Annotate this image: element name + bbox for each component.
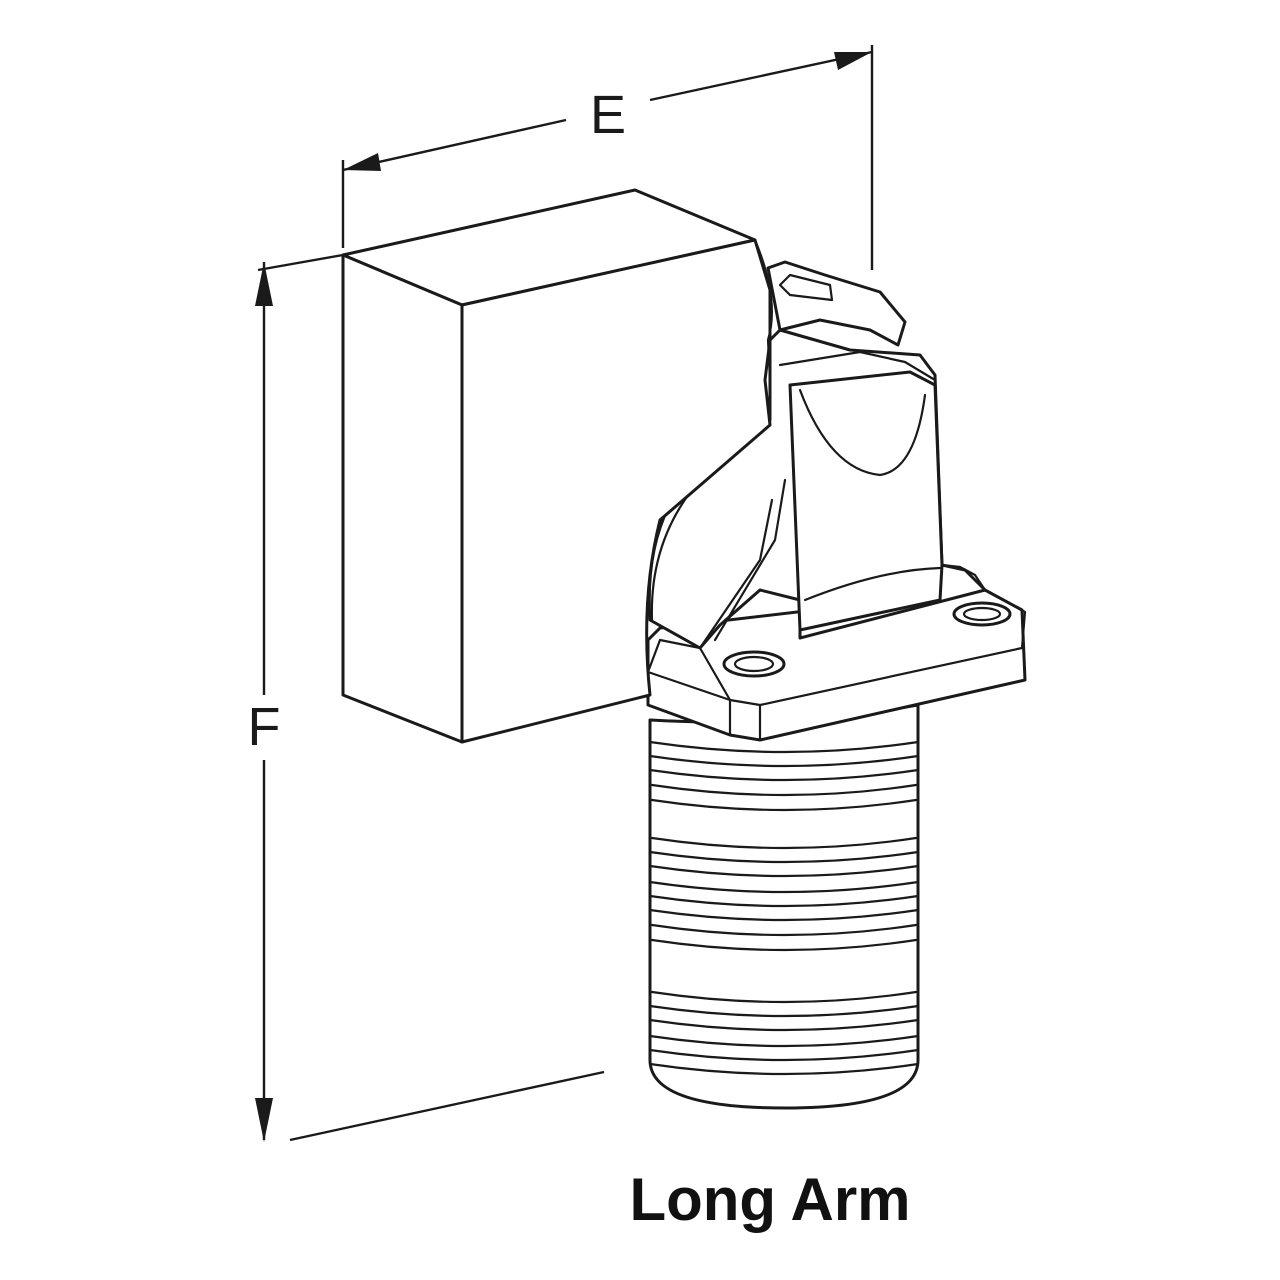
cylinder-groove-7 [648,850,920,864]
cylinder-groove-3 [648,768,920,782]
flange-bevel-right [983,588,1027,650]
housing-side-notch [940,563,987,592]
housing-rib-1 [698,498,774,650]
long-arm-block [341,188,773,744]
mounting-flange [646,588,1027,742]
cylinder-groove-12 [650,923,918,937]
arm-block-side-profile [753,238,773,427]
dimension-e-arrow-right [834,52,872,70]
housing-rib-2 [713,478,787,642]
front-block-curve [798,388,927,477]
figure-caption: Long Arm [629,1166,911,1233]
mounting-hole-right-inner [962,606,1002,622]
cylinder-groove-14 [650,990,918,1004]
housing-top-edge [778,350,937,382]
housing-front-block [788,370,944,632]
flange-edge-front [646,646,1024,707]
cylinder-groove-11 [648,908,920,922]
cylinder-groove-19 [648,1062,920,1076]
mounting-hole-left-inner [733,655,775,673]
clamp-housing [647,260,987,650]
dimension-e-line-left [342,118,567,172]
dimension-f-arrow-top [255,262,273,306]
arm-block-front [341,253,464,744]
housing-back-arm [766,260,907,347]
cylinder-groove-2 [648,754,920,768]
cylinder-body [648,703,920,1110]
housing-back-arm-slot [778,273,834,302]
front-block-lower [803,566,942,602]
dimension-e-arrow-left [343,153,381,171]
flange-bevel [646,638,732,702]
dimension-f-arrow-bottom [255,1098,273,1142]
cylinder-groove-15 [648,1004,920,1018]
dimension-e: E [341,45,874,270]
dimension-f: F [248,253,605,1142]
cylinder-groove-6 [650,836,918,850]
dimension-f-label: F [248,697,281,757]
cylinder-groove-8 [648,864,920,878]
dimension-e-line-right [649,50,873,102]
cylinder-groove-9 [648,880,920,894]
cylinder-groove-4 [650,783,918,797]
dimension-e-label: E [590,85,626,145]
cylinder-groove-16 [648,1018,920,1032]
mounting-hole-left [722,650,786,678]
cylinder-groove-13 [650,938,918,952]
dimension-f-extension-top [257,253,344,272]
arm-block-side [460,238,772,744]
dimension-f-extension-bottom [289,1070,605,1142]
cylinder-groove-10 [648,894,920,908]
cylinder-groove-5 [650,798,918,812]
cylinder-groove-18 [648,1048,920,1062]
cylinder-groove-1 [648,740,920,754]
cylinder-groove-17 [648,1034,920,1048]
mounting-hole-right [952,601,1012,627]
